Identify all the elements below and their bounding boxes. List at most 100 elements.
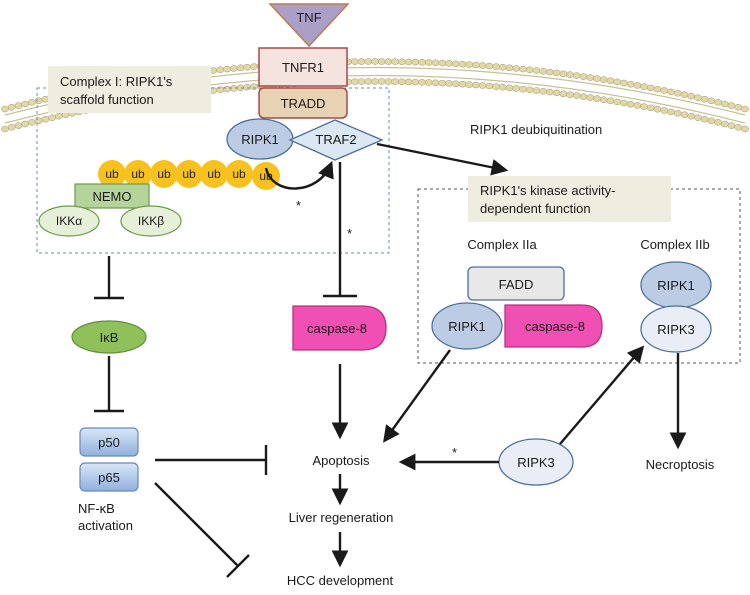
- lipid-head: [384, 78, 393, 85]
- lipid-head: [505, 84, 514, 92]
- lipid-head: [492, 83, 500, 90]
- lipid-head: [700, 95, 709, 103]
- liver-regeneration-label: Liver regeneration: [289, 510, 394, 525]
- svg-text:ub: ub: [207, 167, 221, 181]
- svg-text:FADD: FADD: [499, 277, 534, 292]
- asterisk-loop: *: [296, 198, 301, 213]
- lipid-head: [445, 80, 453, 87]
- lipid-head: [485, 82, 494, 90]
- lipid-head: [350, 58, 359, 65]
- lipid-head: [391, 78, 400, 85]
- lipid-head: [633, 82, 642, 89]
- lipid-head: [34, 117, 43, 125]
- lipid-head: [741, 105, 749, 113]
- deubiquitination-label: RIPK1 deubiquitination: [470, 122, 602, 137]
- lipid-head: [741, 125, 749, 133]
- svg-text:caspase-8: caspase-8: [525, 319, 585, 334]
- lipid-head: [613, 78, 622, 86]
- caspase8-node: caspase-8: [292, 305, 387, 351]
- lipid-head: [21, 120, 30, 128]
- lipid-head: [559, 70, 568, 78]
- lipid-head: [532, 87, 541, 94]
- lipid-head: [660, 87, 669, 94]
- lipid-head: [707, 97, 716, 105]
- apoptosis-label: Apoptosis: [312, 453, 370, 468]
- inhibit-traf2-caspase8: [323, 162, 357, 298]
- lipid-head: [472, 81, 480, 89]
- tnfr1-receptor: TNFR1: [258, 47, 348, 87]
- lipid-head: [559, 90, 568, 98]
- lipid-head: [707, 117, 716, 125]
- lipid-head: [492, 63, 500, 70]
- kinase-label-bg: [468, 176, 671, 222]
- lipid-head: [498, 63, 507, 71]
- lipid-head: [465, 61, 474, 68]
- svg-text:ub: ub: [131, 167, 145, 181]
- lipid-head: [599, 76, 608, 83]
- asterisk-traf2: *: [347, 226, 352, 241]
- lipid-head: [384, 58, 393, 65]
- lipid-head: [411, 78, 420, 86]
- lipid-head: [243, 63, 252, 71]
- inhibit-nfkb-hcc: [154, 482, 250, 578]
- lipid-head: [546, 68, 554, 76]
- lipid-head: [566, 71, 574, 78]
- svg-text:p65: p65: [98, 470, 120, 485]
- lipid-head: [727, 122, 736, 129]
- complex-1-title-line2: scaffold function: [60, 92, 154, 107]
- svg-text:IκB: IκB: [100, 330, 119, 345]
- necroptosis-label: Necroptosis: [646, 457, 715, 472]
- svg-text:RIPK1: RIPK1: [448, 319, 486, 334]
- lipid-head: [21, 100, 30, 108]
- lipid-head: [229, 65, 238, 72]
- lipid-head: [398, 58, 406, 66]
- lipid-head: [673, 110, 682, 117]
- lipid-head: [626, 100, 635, 108]
- lipid-head: [519, 85, 527, 93]
- svg-text:ub: ub: [182, 167, 196, 181]
- lipid-head: [572, 72, 581, 79]
- svg-text:IKKα: IKKα: [56, 214, 82, 228]
- lipid-head: [525, 66, 534, 74]
- lipid-head: [377, 58, 386, 65]
- lipid-head: [34, 97, 43, 105]
- complex-1-box: [36, 87, 390, 254]
- lipid-head: [7, 104, 16, 111]
- kinase-title-line2: dependent function: [480, 201, 591, 216]
- svg-text:TNF: TNF: [296, 10, 321, 25]
- lipid-head: [14, 102, 23, 109]
- traf2-diamond: TRAF2: [288, 119, 384, 161]
- lipid-head: [579, 73, 588, 80]
- svg-text:TRADD: TRADD: [281, 96, 326, 111]
- lipid-head: [714, 99, 722, 106]
- lipid-head: [250, 63, 258, 70]
- lipid-head: [593, 95, 601, 102]
- lipid-head: [613, 98, 622, 106]
- nfkb-activation-line1: NF-κB: [78, 501, 115, 516]
- lipid-head: [391, 58, 400, 65]
- lipid-head: [458, 60, 467, 68]
- complex-1-label-bg: [48, 66, 211, 113]
- lipid-head: [250, 83, 258, 90]
- svg-text:RIPK1: RIPK1: [241, 132, 279, 147]
- svg-text:TNFR1: TNFR1: [282, 60, 324, 75]
- svg-text:TRAF2: TRAF2: [315, 132, 356, 147]
- lipid-head: [371, 78, 379, 85]
- lipid-head: [694, 94, 702, 101]
- svg-text:RIPK3: RIPK3: [657, 322, 695, 337]
- p65-box: p65: [79, 462, 139, 492]
- lipid-head: [606, 77, 615, 84]
- complex-1-title-line1: Complex I: RIPK1's: [60, 74, 173, 89]
- nfkb-activation-line2: activation: [78, 518, 133, 533]
- lipid-head: [667, 108, 675, 116]
- lipid-head: [478, 62, 487, 69]
- lipid-head: [599, 96, 608, 103]
- lipid-head: [525, 86, 534, 94]
- lipid-head: [445, 60, 453, 67]
- kinase-function-box: [417, 188, 741, 364]
- inhibit-ikb-nfkb: [94, 356, 124, 413]
- lipid-head: [357, 58, 366, 65]
- lipid-head: [485, 62, 494, 70]
- lipid-head: [586, 94, 595, 101]
